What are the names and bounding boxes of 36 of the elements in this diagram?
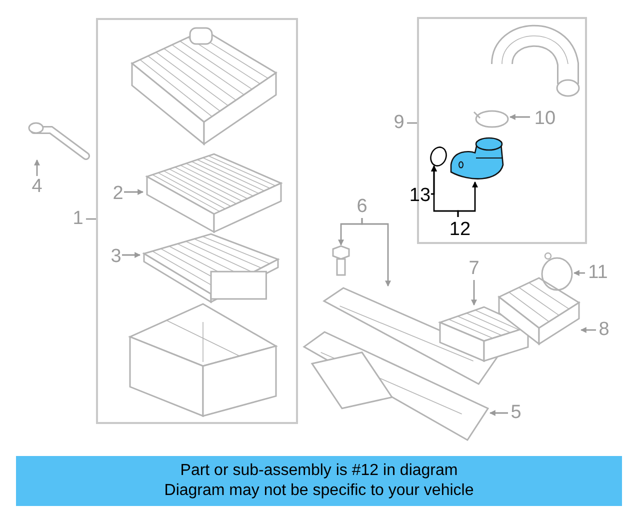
leader-line xyxy=(122,252,141,258)
callout-number: 8 xyxy=(596,319,612,341)
callout-number: 6 xyxy=(354,196,370,218)
callout-number: 3 xyxy=(108,246,124,268)
clamp-drawing xyxy=(540,252,574,292)
bolt-drawing xyxy=(331,245,351,277)
leader-line xyxy=(361,218,391,287)
leader-line xyxy=(457,181,478,217)
callout-number: 7 xyxy=(466,258,482,280)
group-frame xyxy=(96,18,298,424)
lower-duct-drawing xyxy=(302,330,490,442)
intake-duct-drawing xyxy=(497,276,581,346)
air-filter-drawing xyxy=(145,152,283,234)
info-banner xyxy=(16,456,622,506)
callout-number: 4 xyxy=(29,176,45,198)
leader-line xyxy=(86,218,96,220)
leader-line xyxy=(407,122,417,124)
callout-number: 12 xyxy=(447,219,473,241)
o-ring-drawing xyxy=(429,145,448,168)
leader-line xyxy=(34,159,40,176)
callout-number: 5 xyxy=(508,402,524,424)
banner-text: Diagram may not be specific to your vehicle xyxy=(164,481,474,501)
leader-line xyxy=(509,114,530,120)
leader-line xyxy=(489,410,508,416)
callout-number: 1 xyxy=(70,208,86,230)
callout-number: 10 xyxy=(532,108,558,130)
leader-line xyxy=(124,189,144,195)
callout-number: 11 xyxy=(585,262,611,284)
filter-tray-drawing xyxy=(142,232,280,304)
leader-line xyxy=(573,270,585,276)
callout-number: 2 xyxy=(110,183,126,205)
callout-number: 9 xyxy=(391,112,407,134)
leader-line xyxy=(580,327,596,333)
banner-text: Part or sub-assembly is #12 in diagram xyxy=(180,461,458,481)
leader-line xyxy=(471,280,477,306)
callout-number: 13 xyxy=(407,185,433,207)
